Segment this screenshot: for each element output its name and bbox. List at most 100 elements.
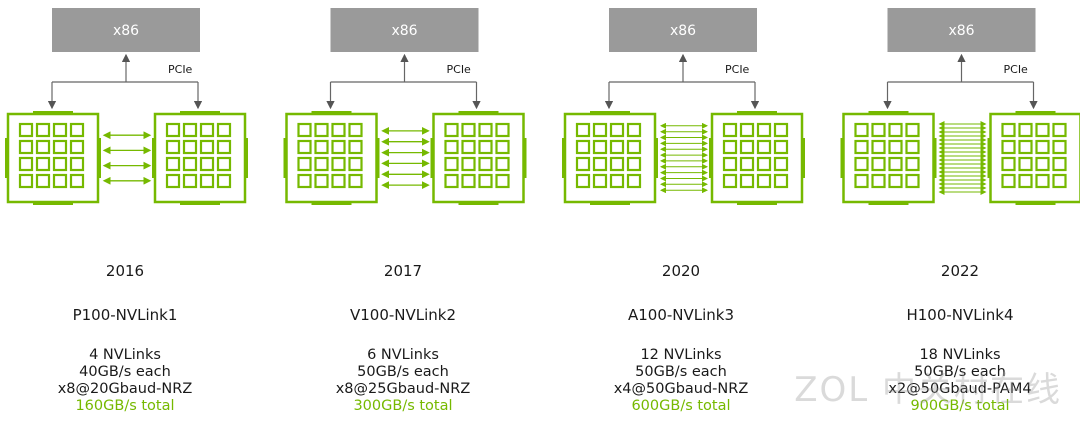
gpu-tab-top <box>458 111 499 115</box>
cpu-box: x86 <box>52 8 200 52</box>
gpu-left <box>5 111 101 205</box>
signaling: x4@50Gbaud-NRZ <box>613 381 749 397</box>
cpu-label: x86 <box>391 23 417 39</box>
sm-core <box>1018 139 1033 155</box>
sm-core <box>722 173 738 189</box>
gpu-tab-bottom <box>458 201 499 205</box>
sm-core <box>444 173 459 189</box>
sm-core <box>182 173 198 189</box>
gpu-left <box>840 111 937 205</box>
product-label: V100-NVLink2 <box>349 306 457 324</box>
per-link-bandwidth: 40GB/s each <box>79 364 171 380</box>
sm-core <box>165 156 181 172</box>
gpu-tab-left <box>152 138 156 178</box>
sm-core <box>1052 122 1067 138</box>
cpu-label: x86 <box>113 23 139 39</box>
sm-core <box>69 173 85 189</box>
sm-core <box>18 139 34 155</box>
sm-core <box>478 122 493 138</box>
sm-core <box>626 139 642 155</box>
sm-core <box>756 122 772 138</box>
sm-core <box>69 122 85 138</box>
sm-core <box>592 122 608 138</box>
sm-core <box>69 139 85 155</box>
total-bandwidth: 300GB/s total <box>353 398 453 414</box>
gpu-right <box>152 111 248 205</box>
cpu-rect <box>887 8 1036 52</box>
sm-core <box>871 122 886 138</box>
spec-list: 4 NVLinks 40GB/s each x8@20Gbaud-NRZ 160… <box>0 347 255 415</box>
nvlink-count: 12 NVLinks <box>640 347 722 363</box>
product-label: H100-NVLink4 <box>906 306 1014 324</box>
gpu-tab-right <box>244 138 248 178</box>
sm-core <box>331 173 346 189</box>
sm-core <box>18 173 34 189</box>
sm-core <box>888 173 903 189</box>
sm-core <box>854 156 869 172</box>
nvlink-count: 4 NVLinks <box>89 347 161 363</box>
nvlink-count: 18 NVLinks <box>919 347 1001 363</box>
gpu-left <box>562 111 658 205</box>
sm-core <box>1035 139 1050 155</box>
per-link-bandwidth: 50GB/s each <box>914 364 1006 380</box>
sm-core <box>297 139 312 155</box>
sm-core <box>609 122 625 138</box>
sm-core <box>199 173 215 189</box>
sm-core <box>722 156 738 172</box>
cpu-rect <box>330 8 479 52</box>
sm-core <box>1001 173 1016 189</box>
sm-core <box>1018 122 1033 138</box>
total-bandwidth: 900GB/s total <box>910 398 1010 414</box>
nvlink-count: 6 NVLinks <box>367 347 439 363</box>
sm-core <box>35 156 51 172</box>
sm-core <box>216 173 232 189</box>
sm-core <box>331 139 346 155</box>
sm-core <box>216 139 232 155</box>
sm-core <box>888 139 903 155</box>
sm-core <box>297 122 312 138</box>
gpu-tab-top <box>868 111 909 115</box>
sm-core <box>888 122 903 138</box>
spec-list: 18 NVLinks 50GB/s each x2@50Gbaud-PAM4 9… <box>830 347 1080 415</box>
sm-core <box>1052 173 1067 189</box>
sm-core <box>609 139 625 155</box>
sm-core <box>1018 156 1033 172</box>
gpu-tab-right <box>97 138 101 178</box>
cpu-box: x86 <box>609 8 757 52</box>
sm-core <box>905 122 920 138</box>
gpu-tab-right <box>375 138 380 178</box>
sm-core <box>69 156 85 172</box>
sm-core <box>626 173 642 189</box>
gpu-tab-bottom <box>1015 201 1056 205</box>
sm-core <box>495 156 510 172</box>
sm-core <box>182 139 198 155</box>
gpu-tab-right <box>522 138 527 178</box>
sm-core <box>756 139 772 155</box>
gpu-tab-right <box>654 138 658 178</box>
pcie-label: PCIe <box>1004 63 1029 76</box>
product-label: A100-NVLink3 <box>627 306 735 324</box>
total-bandwidth: 160GB/s total <box>75 398 175 414</box>
gpu-tab-bottom <box>180 201 220 205</box>
sm-core <box>1001 122 1016 138</box>
sm-core <box>773 122 789 138</box>
sm-core <box>348 122 363 138</box>
gpu-tab-bottom <box>33 201 73 205</box>
sm-core <box>35 122 51 138</box>
gpu-tab-left <box>840 138 845 178</box>
total-bandwidth: 600GB/s total <box>631 398 731 414</box>
sm-core <box>756 173 772 189</box>
sm-core <box>495 122 510 138</box>
product-label: P100-NVLink1 <box>72 306 178 324</box>
sm-core <box>592 139 608 155</box>
sm-core <box>495 139 510 155</box>
sm-core <box>199 122 215 138</box>
signaling: x8@25Gbaud-NRZ <box>335 381 471 397</box>
sm-core <box>626 156 642 172</box>
sm-core <box>35 139 51 155</box>
sm-core <box>165 173 181 189</box>
sm-core <box>905 139 920 155</box>
gpu-tab-top <box>311 111 352 115</box>
